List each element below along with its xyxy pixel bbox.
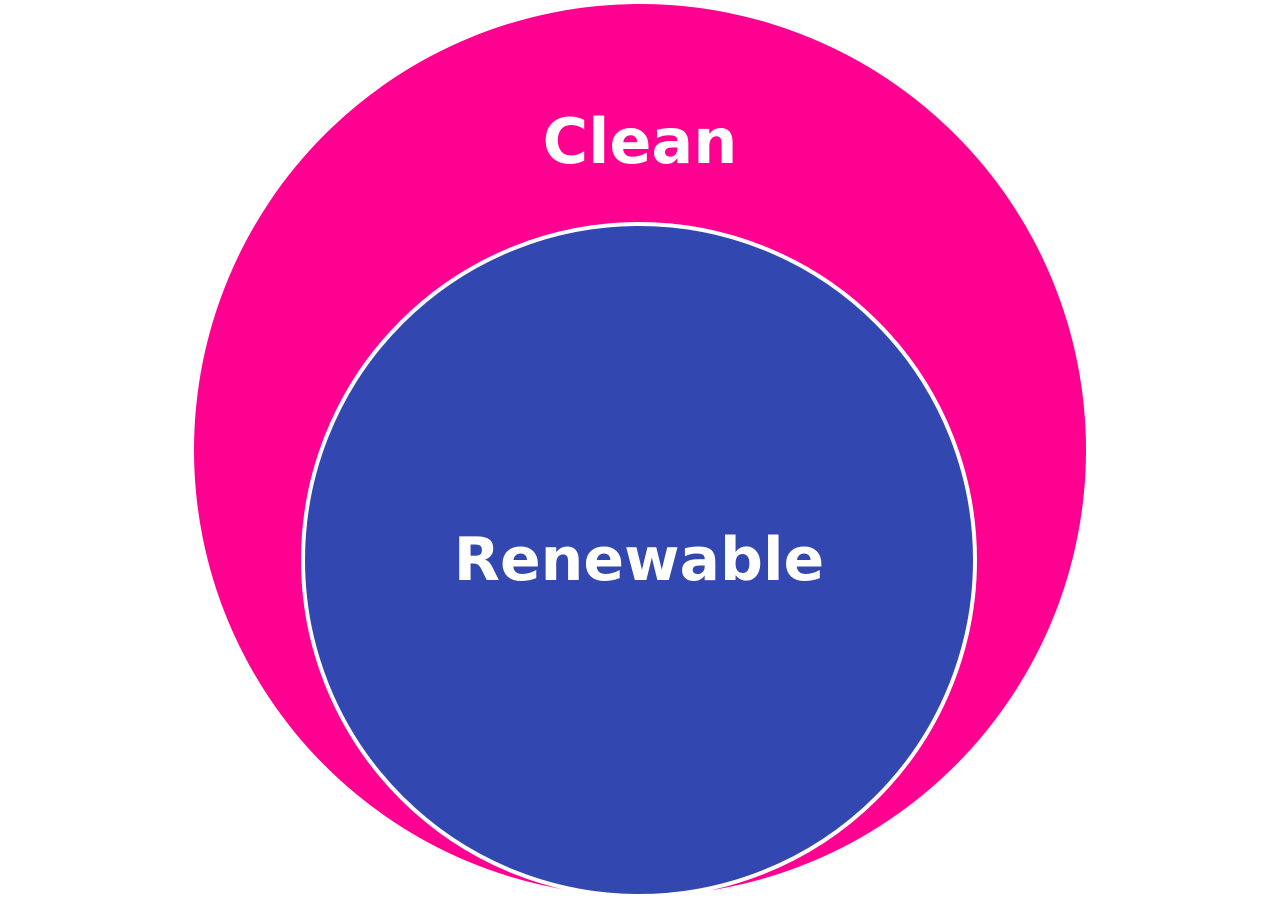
renewable-circle xyxy=(301,222,977,898)
renewable-label: Renewable xyxy=(454,525,824,595)
clean-label: Clean xyxy=(543,105,738,178)
